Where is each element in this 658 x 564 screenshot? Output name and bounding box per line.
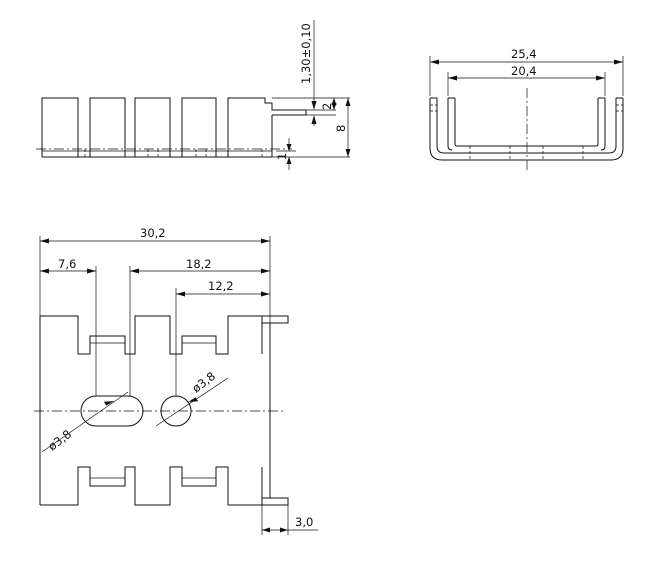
dim-inner-width-label: 20,4	[511, 64, 537, 78]
mounting-slot	[80, 395, 144, 427]
side-outer-profile	[429, 98, 624, 161]
dim-outer-width-label: 25,4	[511, 47, 537, 61]
front-fin-1	[41, 97, 79, 157]
front-fin-2	[89, 97, 126, 157]
dim-span-18-label: 18,2	[186, 257, 212, 271]
dim-span-12-label: 12,2	[208, 279, 234, 293]
top-lower-profile	[40, 466, 289, 506]
dim-overall-length-label: 30,2	[140, 226, 166, 240]
dim-height-label: 8	[334, 125, 348, 132]
side-inner-profile	[436, 98, 617, 154]
dim-tab-label: 2	[320, 103, 334, 110]
dim-tolerance-label: 1,30±0,10	[299, 23, 313, 84]
top-view: 30,2 7,6 18,2 12,2 ø3,8 ø3,8 3,0	[34, 226, 318, 535]
dim-slot-dia-label: ø3,8	[45, 427, 74, 453]
front-fin-5	[227, 97, 307, 157]
dim-slot-offset-label: 7,6	[58, 257, 76, 271]
front-fin-3	[134, 97, 171, 157]
dim-flange-label: 3,0	[295, 515, 313, 529]
top-upper-profile	[39, 315, 289, 505]
dim-hole-dia-label: ø3,8	[189, 369, 218, 395]
front-view: 1,30±0,10 2 8 1	[36, 20, 351, 170]
front-fin-4	[181, 97, 217, 157]
side-view: 25,4 20,4	[429, 47, 624, 172]
dim-base-label: 1	[275, 153, 289, 160]
